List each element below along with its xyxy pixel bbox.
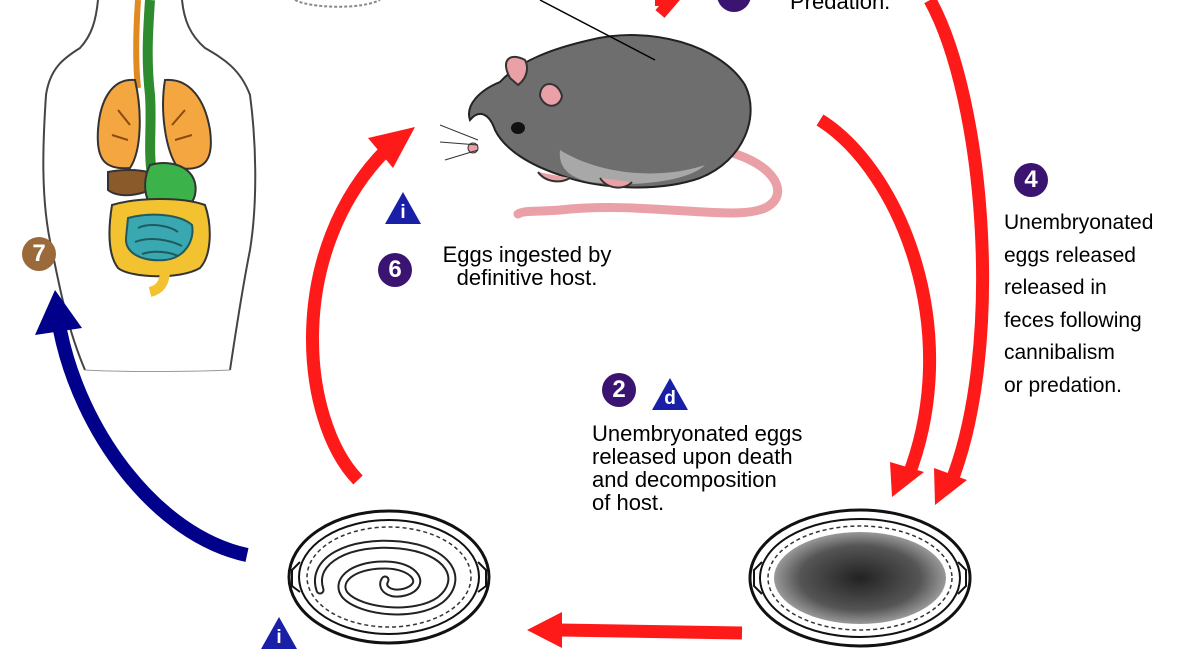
human-infection-arrow [35, 290, 249, 562]
step-7-badge: 7 [22, 237, 56, 271]
transmission-arrowheads [368, 127, 967, 648]
transmission-arrows [306, 0, 990, 640]
step-6-badge: 6 [378, 253, 412, 287]
step-badge-partial [717, 0, 751, 12]
step-2-badge: 2 [602, 373, 636, 407]
human-anatomy-icon [42, 0, 257, 372]
arrow-rat-to-egg-inner [816, 114, 936, 480]
arrow-egg-to-rat [306, 143, 393, 485]
arrow-predation-to-egg [924, 0, 990, 488]
rat-definitive-host-icon [439, 0, 783, 219]
step-6-caption: Eggs ingested by definitive host. [442, 242, 612, 290]
arrow-egg-development [559, 623, 743, 640]
predation-caption: Predation. [790, 0, 891, 14]
unembryonated-egg-icon [748, 508, 972, 648]
step-4-caption: Unembryonated eggs released released in … [1004, 211, 1154, 397]
step-2-caption: Unembryonated eggs released upon death a… [592, 421, 803, 515]
diagnostic-stage-marker: d [650, 376, 690, 412]
infective-stage-marker-bottom: i [259, 615, 299, 651]
partial-egg-icon [294, 0, 381, 8]
step-4-badge: 4 [1014, 163, 1048, 197]
embryonated-egg-icon [287, 509, 491, 645]
infective-stage-marker-top: i [383, 190, 423, 226]
